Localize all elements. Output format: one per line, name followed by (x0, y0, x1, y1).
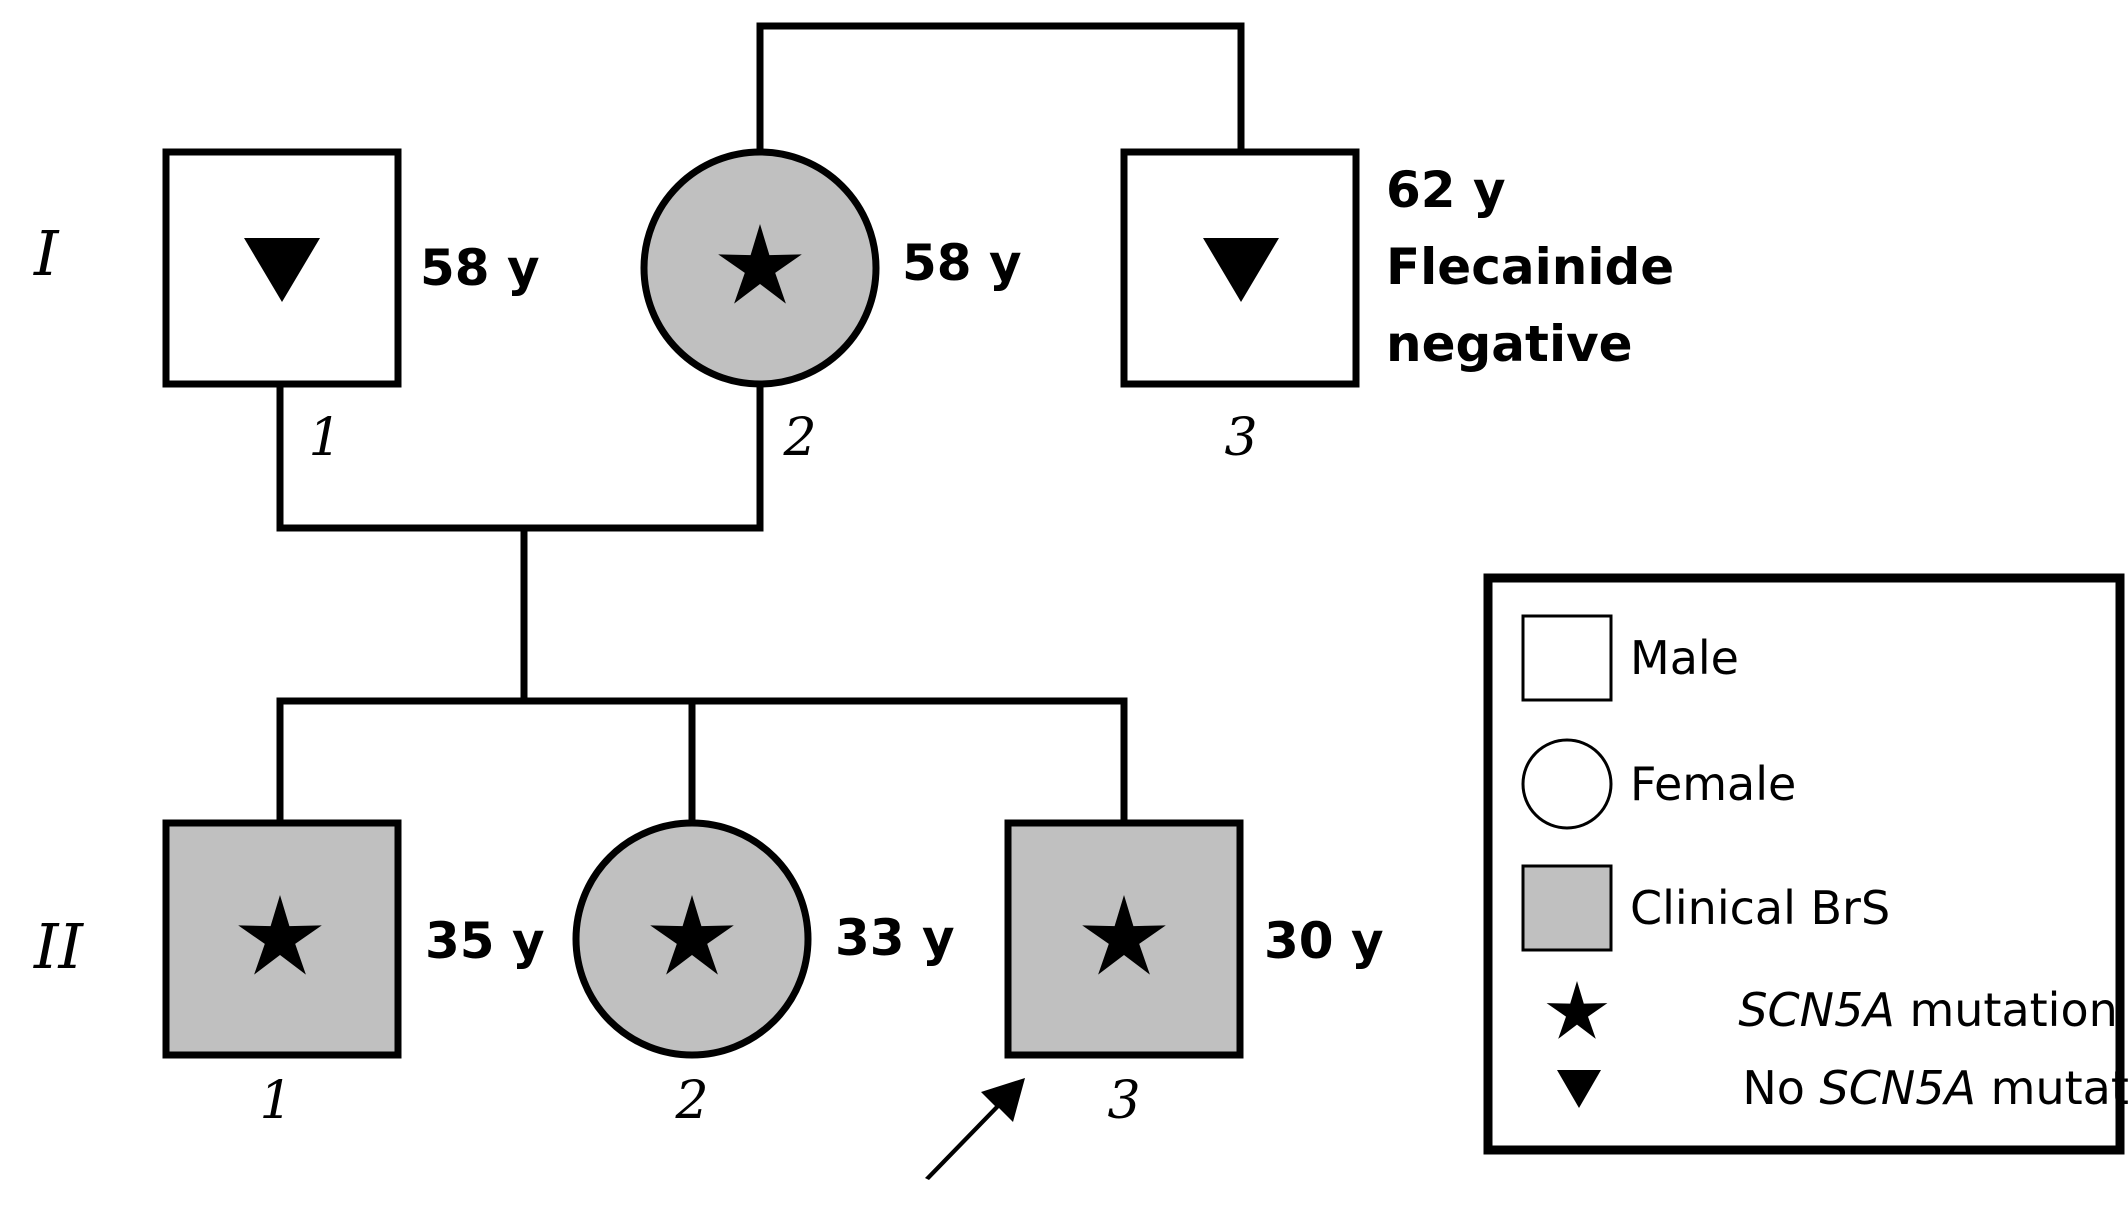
legend-female-icon (1521, 738, 1613, 830)
no-mutation-triangle-icon (1203, 238, 1279, 302)
generation-label-II: II (33, 910, 84, 983)
mutation-star-icon (1082, 895, 1166, 975)
legend-no-suffix: mutation (1976, 1061, 2128, 1115)
legend-mutation-label: SCN5A mutation (1636, 983, 2128, 1037)
legend-male-icon (1521, 614, 1613, 702)
sibling-line-I2-I3 (756, 22, 1245, 156)
age-label: 58 y (420, 239, 540, 297)
individual-I1: 1 58 y (162, 148, 540, 468)
individual-II1: 1 35 y (162, 819, 545, 1131)
mutation-star-icon (718, 224, 802, 304)
individual-I2: 2 58 y (640, 148, 1022, 468)
legend-star-icon (1546, 981, 1608, 1039)
legend-no-gene: SCN5A (1820, 1061, 1976, 1115)
individual-number: 1 (308, 408, 341, 468)
individual-number: 1 (259, 1071, 292, 1131)
legend-female-label: Female (1630, 757, 1796, 811)
legend-mutation-gene: SCN5A (1738, 983, 1894, 1037)
proband-arrow-icon (925, 1078, 1025, 1180)
individual-II3: 3 30 y (925, 819, 1384, 1180)
individual-number: 2 (782, 408, 816, 468)
test-label: Flecainide (1386, 238, 1674, 296)
generation-label-I: I (33, 217, 60, 290)
individual-I3: 3 62 y Flecainide negative (1120, 148, 1674, 468)
relationship-lines (276, 22, 1245, 827)
legend-clinical-icon (1521, 864, 1613, 952)
age-label: 62 y (1386, 161, 1506, 219)
age-label: 33 y (835, 909, 955, 967)
age-label: 58 y (902, 234, 1022, 292)
mutation-star-icon (238, 895, 322, 975)
age-label: 30 y (1264, 912, 1384, 970)
legend-clinical-label: Clinical BrS (1630, 881, 1890, 935)
test-result-label: negative (1386, 315, 1633, 373)
individual-number: 2 (674, 1071, 708, 1131)
legend-male-label: Male (1630, 631, 1739, 685)
age-label: 35 y (425, 912, 545, 970)
mutation-star-icon (650, 895, 734, 975)
legend-triangle-icon (1557, 1070, 1601, 1108)
legend-no-mutation-label: No SCN5A mutation (1640, 1061, 2128, 1115)
individual-number: 3 (1107, 1071, 1140, 1131)
legend: Male Female Clinical BrS SCN5A mutation … (1483, 573, 2128, 1155)
legend-mutation-suffix: mutation (1895, 983, 2118, 1037)
individual-number: 3 (1224, 408, 1257, 468)
mating-line-I1-I2 (276, 382, 764, 532)
individual-II2: 2 33 y (572, 819, 955, 1131)
legend-no-prefix: No (1742, 1061, 1819, 1115)
no-mutation-triangle-icon (244, 238, 320, 302)
